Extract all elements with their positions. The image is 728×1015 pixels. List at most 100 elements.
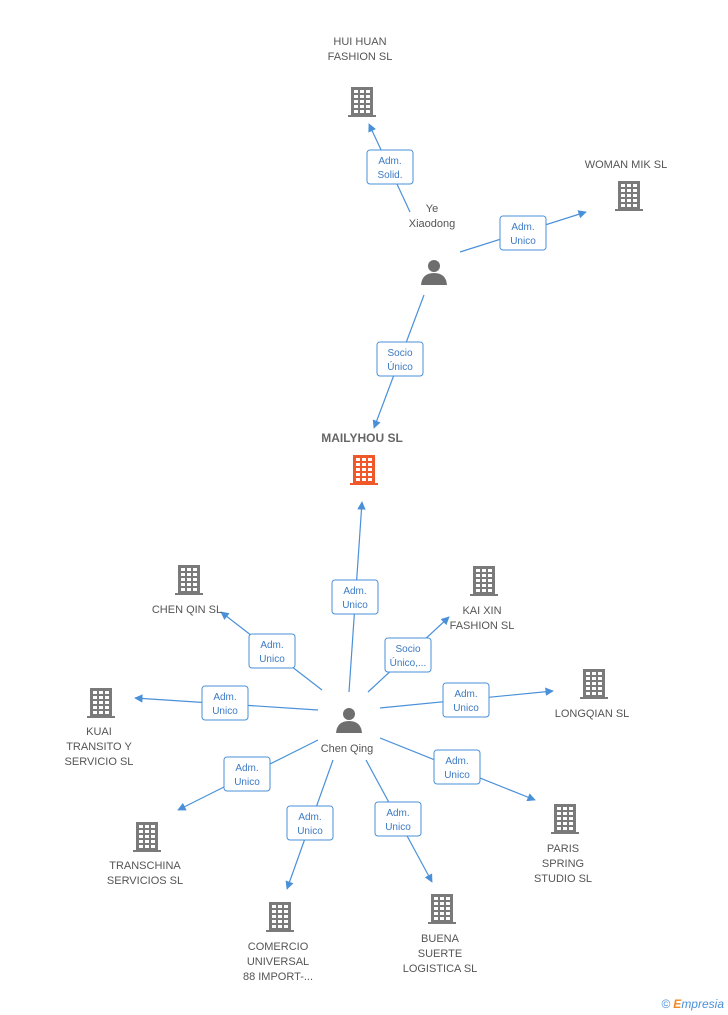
node-label-line: CHEN QIN SL xyxy=(152,604,222,616)
relation-label-text: Unico xyxy=(510,236,536,247)
relation-label-text: Adm. xyxy=(511,222,534,233)
center-company-label: MAILYHOU SL xyxy=(321,431,403,445)
relation-label-box[interactable] xyxy=(248,633,296,669)
relation-chen-comercio: Adm.Unico xyxy=(285,759,334,890)
relation-label-box[interactable] xyxy=(374,801,422,837)
node-label-line: UNIVERSAL xyxy=(247,956,309,968)
relation-chen-paris: Adm.Unico xyxy=(379,737,536,802)
node-company-longqian[interactable]: LONGQIAN SL xyxy=(555,669,630,720)
relation-label-text: Adm. xyxy=(260,640,283,651)
brand-name: mpresia xyxy=(681,997,724,1011)
relation-label-text: Unico xyxy=(444,770,470,781)
node-label-line: TRANSITO Y xyxy=(66,741,132,753)
node-company-huihuan[interactable]: HUI HUAN FASHION SL xyxy=(328,36,393,117)
node-label-line: TRANSCHINA xyxy=(109,860,181,872)
company-chenqin-label: CHEN QIN SL xyxy=(152,604,222,616)
relation-label-text: Solid. xyxy=(377,170,402,181)
relation-label-text: Unico xyxy=(342,600,368,611)
relation-label-box[interactable] xyxy=(331,579,379,615)
relation-label-box[interactable] xyxy=(433,749,481,785)
node-center-company[interactable]: MAILYHOU SL xyxy=(321,431,403,485)
relation-label-box[interactable] xyxy=(376,341,424,377)
relation-label-text: Adm. xyxy=(213,692,236,703)
relation-label-text: Adm. xyxy=(235,763,258,774)
building-icon xyxy=(133,822,161,852)
building-icon xyxy=(348,87,376,117)
relation-label-text: Unico xyxy=(385,822,411,833)
relation-chen-longqian: Adm. Unico xyxy=(379,682,554,718)
relation-label-box[interactable] xyxy=(499,215,547,251)
node-label-line: BUENA xyxy=(421,933,460,945)
relation-label-text: Único,... xyxy=(390,656,427,669)
relation-label-box[interactable] xyxy=(442,682,490,718)
relation-chen-center: Adm. Unico xyxy=(331,501,379,693)
footer-brand[interactable]: ©Empresia xyxy=(661,997,724,1011)
person-chen-label: Chen Qing xyxy=(321,743,374,755)
relation-label-box[interactable] xyxy=(223,756,271,792)
building-icon xyxy=(266,902,294,932)
relation-label-box[interactable] xyxy=(201,685,249,721)
building-icon xyxy=(470,566,498,596)
node-label-line: Ye xyxy=(426,203,438,215)
copyright-mark: © xyxy=(661,997,671,1011)
relation-chen-kuai: Adm.Unico xyxy=(134,685,319,721)
building-icon xyxy=(615,181,643,211)
relation-label-text: Adm. xyxy=(343,586,366,597)
node-label-line: Xiaodong xyxy=(409,218,456,230)
node-company-womanmik[interactable]: WOMAN MIK SL xyxy=(585,159,668,211)
relation-chen-buena: Adm.Unico xyxy=(365,759,433,883)
node-label-line: FASHION SL xyxy=(450,620,515,632)
relation-label-text: Socio xyxy=(387,348,412,359)
relation-label-text: Socio xyxy=(395,644,420,655)
company-longqian-label: LONGQIAN SL xyxy=(555,708,630,720)
relation-label-box[interactable] xyxy=(384,637,432,673)
node-label-line: LONGQIAN SL xyxy=(555,708,630,720)
node-label-line: FASHION SL xyxy=(328,51,393,63)
relation-ye-huihuan: Adm.Solid. xyxy=(366,123,414,213)
node-label-line: STUDIO SL xyxy=(534,873,592,885)
building-icon xyxy=(551,804,579,834)
company-womanmik-label: WOMAN MIK SL xyxy=(585,159,668,171)
person-icon xyxy=(336,708,362,733)
node-person-chen[interactable]: Chen Qing xyxy=(321,708,374,755)
node-label-line: SUERTE xyxy=(418,948,462,960)
node-label-line: HUI HUAN xyxy=(333,36,386,48)
building-icon xyxy=(428,894,456,924)
building-icon xyxy=(87,688,115,718)
node-label-line: Chen Qing xyxy=(321,743,374,755)
relation-label-text: Unico xyxy=(259,654,285,665)
node-label-line: PARIS xyxy=(547,843,579,855)
relation-label-box[interactable] xyxy=(286,805,334,841)
node-label-line: LOGISTICA SL xyxy=(403,963,478,975)
relation-label-text: Unico xyxy=(453,703,479,714)
node-label-line: KUAI xyxy=(86,726,112,738)
edges-layer: Adm.Solid.Adm.UnicoSocioÚnicoAdm.UnicoAd… xyxy=(134,123,587,890)
node-label-line: COMERCIO xyxy=(248,941,309,953)
node-company-buena[interactable]: BUENA SUERTE LOGISTICA SL xyxy=(403,894,478,975)
relation-label-text: Adm. xyxy=(298,812,321,823)
relation-label-text: Único xyxy=(387,360,413,373)
relation-label-box[interactable] xyxy=(366,149,414,185)
building-icon xyxy=(580,669,608,699)
node-label-line: MAILYHOU SL xyxy=(321,431,403,445)
relation-chen-transchina: Adm.Unico xyxy=(177,739,319,811)
relation-label-text: Adm. xyxy=(454,689,477,700)
company-buena-label: BUENA SUERTE LOGISTICA SL xyxy=(403,933,478,975)
relation-chen-chenqin: Adm. Unico xyxy=(220,611,323,691)
relation-ye-womanmik: Adm. Unico xyxy=(459,210,587,253)
node-company-chenqin[interactable]: CHEN QIN SL xyxy=(152,565,222,616)
